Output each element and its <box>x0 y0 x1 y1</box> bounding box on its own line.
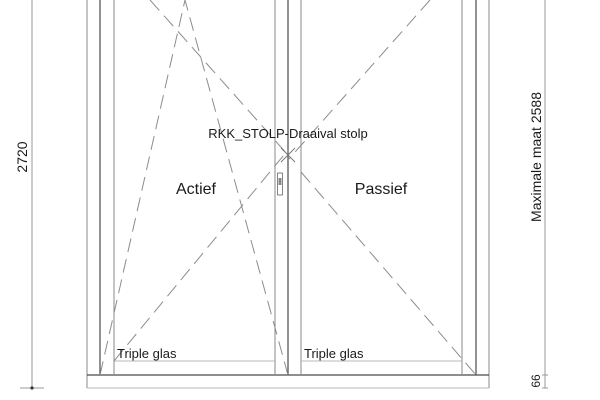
left-leaf-opening-lines <box>99 0 289 376</box>
door-handle-icon <box>277 172 283 196</box>
drawing-title: RKK_STOLP-Draaival stolp <box>208 126 367 141</box>
left-glass-label: Triple glas <box>117 346 177 361</box>
right-leaf-label: Passief <box>355 181 408 198</box>
max-dimension-line <box>542 0 548 389</box>
center-cross-mark <box>280 147 296 163</box>
right-leaf-opening-lines <box>287 0 477 376</box>
height-dimension-line <box>20 0 44 390</box>
bottom-dimension-value: 66 <box>529 374 543 388</box>
height-dimension-value: 2720 <box>14 141 30 172</box>
left-leaf-label: Actief <box>176 181 217 198</box>
outer-frame <box>86 0 490 389</box>
max-dimension-label: Maximale maat 2588 <box>528 92 544 222</box>
right-leaf-frame <box>300 0 477 375</box>
right-glass-label: Triple glas <box>304 346 364 361</box>
